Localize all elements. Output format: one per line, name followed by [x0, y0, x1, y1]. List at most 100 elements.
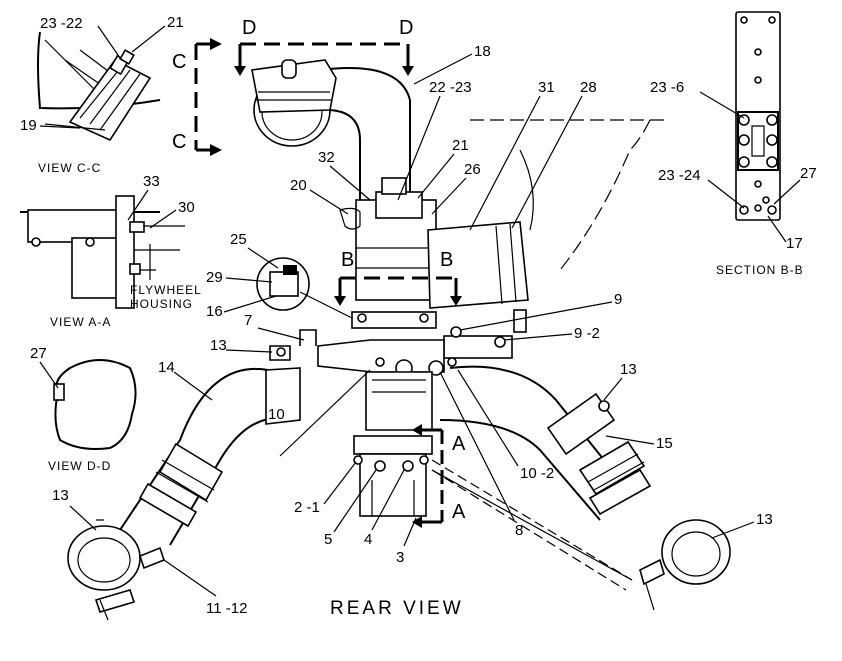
leader-25 [247, 247, 279, 269]
section-bb-gasket [735, 11, 781, 221]
callout-26: 26 [464, 161, 481, 178]
leader-15 [605, 435, 655, 445]
section-arrows-a [412, 424, 444, 528]
lower-bracket [353, 435, 633, 581]
section-letter-b-right: B [440, 249, 453, 271]
leader-18 [413, 53, 473, 85]
leader-19 [39, 125, 81, 129]
section-letter-c-bottom: C [172, 131, 186, 153]
view-cc-caption: VIEW C-C [38, 161, 101, 175]
callout-16: 16 [206, 303, 223, 320]
section-letter-a-bottom: A [452, 501, 466, 523]
leader-21 [417, 153, 455, 199]
leader-31 [469, 95, 541, 231]
section-arrows-b [334, 276, 462, 306]
callout-33: 33 [143, 173, 160, 190]
callout-21-cc: 21 [167, 14, 184, 31]
view-dd-detail [53, 359, 137, 450]
manifold-body [299, 311, 513, 431]
left-pipe-assembly [67, 345, 301, 621]
callout-27-dd: 27 [30, 345, 47, 362]
detail-circle [256, 257, 357, 321]
rear-view-caption: REAR VIEW [330, 598, 464, 619]
leader-33 [127, 189, 149, 221]
callout-14: 14 [158, 359, 175, 376]
leader-26 [431, 177, 467, 215]
callout-32: 32 [318, 149, 335, 166]
leader-9-2 [503, 333, 573, 341]
leader-8 [439, 371, 515, 521]
leader-11-12 [163, 559, 217, 597]
upper-elbow-pipe [251, 59, 411, 220]
callout-7: 7 [244, 312, 252, 329]
leader-17 [767, 215, 787, 243]
view-dd-caption: VIEW D-D [48, 459, 111, 473]
callout-9: 9 [614, 291, 622, 308]
callout-10: 10 [268, 406, 285, 423]
section-letter-d-right: D [399, 17, 413, 39]
leader-9 [459, 301, 613, 331]
leader-29 [225, 277, 273, 283]
callout-20: 20 [290, 177, 307, 194]
leader-23-24 [707, 179, 745, 209]
callout-2-1: 2 -1 [294, 499, 320, 516]
callout-27-bb: 27 [800, 165, 817, 182]
leader-2-1 [323, 461, 357, 505]
callout-15: 15 [656, 435, 673, 452]
leader-13-bottom-right [711, 521, 755, 539]
flywheel-line-2: HOUSING [130, 297, 193, 311]
callout-13-right: 13 [620, 361, 637, 378]
callout-9-2: 9 -2 [574, 325, 600, 342]
leader-21-cc [131, 25, 166, 53]
leader-5 [333, 469, 377, 533]
section-bb-caption: SECTION B-B [716, 263, 804, 277]
callout-29: 29 [206, 269, 223, 286]
section-letter-b-left: B [341, 249, 354, 271]
leader-3 [403, 517, 417, 547]
leader-28 [511, 95, 583, 229]
leader-14 [173, 371, 213, 401]
callout-10-2: 10 -2 [520, 465, 554, 482]
callout-13-bottom-right: 13 [756, 511, 773, 528]
callout-22-23: 22 -23 [429, 79, 472, 96]
leader-13-left [225, 349, 273, 353]
section-letter-a-top: A [452, 433, 466, 455]
callout-21: 21 [452, 137, 469, 154]
flywheel-line-1: FLYWHEEL [130, 283, 202, 297]
leader-7 [257, 327, 305, 341]
view-cc-detail [37, 31, 161, 142]
callout-19: 19 [20, 117, 37, 134]
callout-17: 17 [786, 235, 803, 252]
callout-8: 8 [515, 522, 523, 539]
callout-13-left: 13 [210, 337, 227, 354]
callout-13-bottom-left: 13 [52, 487, 69, 504]
leader-10-2 [457, 369, 519, 467]
leader-32 [329, 165, 371, 201]
section-letter-c-top: C [172, 51, 186, 73]
callout-28: 28 [580, 79, 597, 96]
callout-23-22: 23 -22 [40, 15, 83, 32]
turbo-housing [339, 119, 670, 333]
leader-10 [279, 369, 371, 457]
leader-30 [149, 209, 177, 229]
leader-13-bottom-left [69, 505, 97, 531]
leader-22-23 [397, 95, 441, 201]
section-arrows-cd [194, 38, 414, 156]
leader-20 [309, 189, 349, 215]
leader-13-right [603, 377, 623, 401]
callout-23-24: 23 -24 [658, 167, 701, 184]
callout-3: 3 [396, 549, 404, 566]
callout-5: 5 [324, 531, 332, 548]
callout-23-6: 23 -6 [650, 79, 684, 96]
callout-30: 30 [178, 199, 195, 216]
callout-18: 18 [474, 43, 491, 60]
callout-4: 4 [364, 531, 372, 548]
view-aa-caption: VIEW A-A [50, 315, 111, 329]
right-pipe-assembly [431, 365, 731, 611]
callout-25: 25 [230, 231, 247, 248]
callout-31: 31 [538, 79, 555, 96]
leader-16 [223, 295, 277, 313]
leader-27-dd [39, 361, 59, 389]
